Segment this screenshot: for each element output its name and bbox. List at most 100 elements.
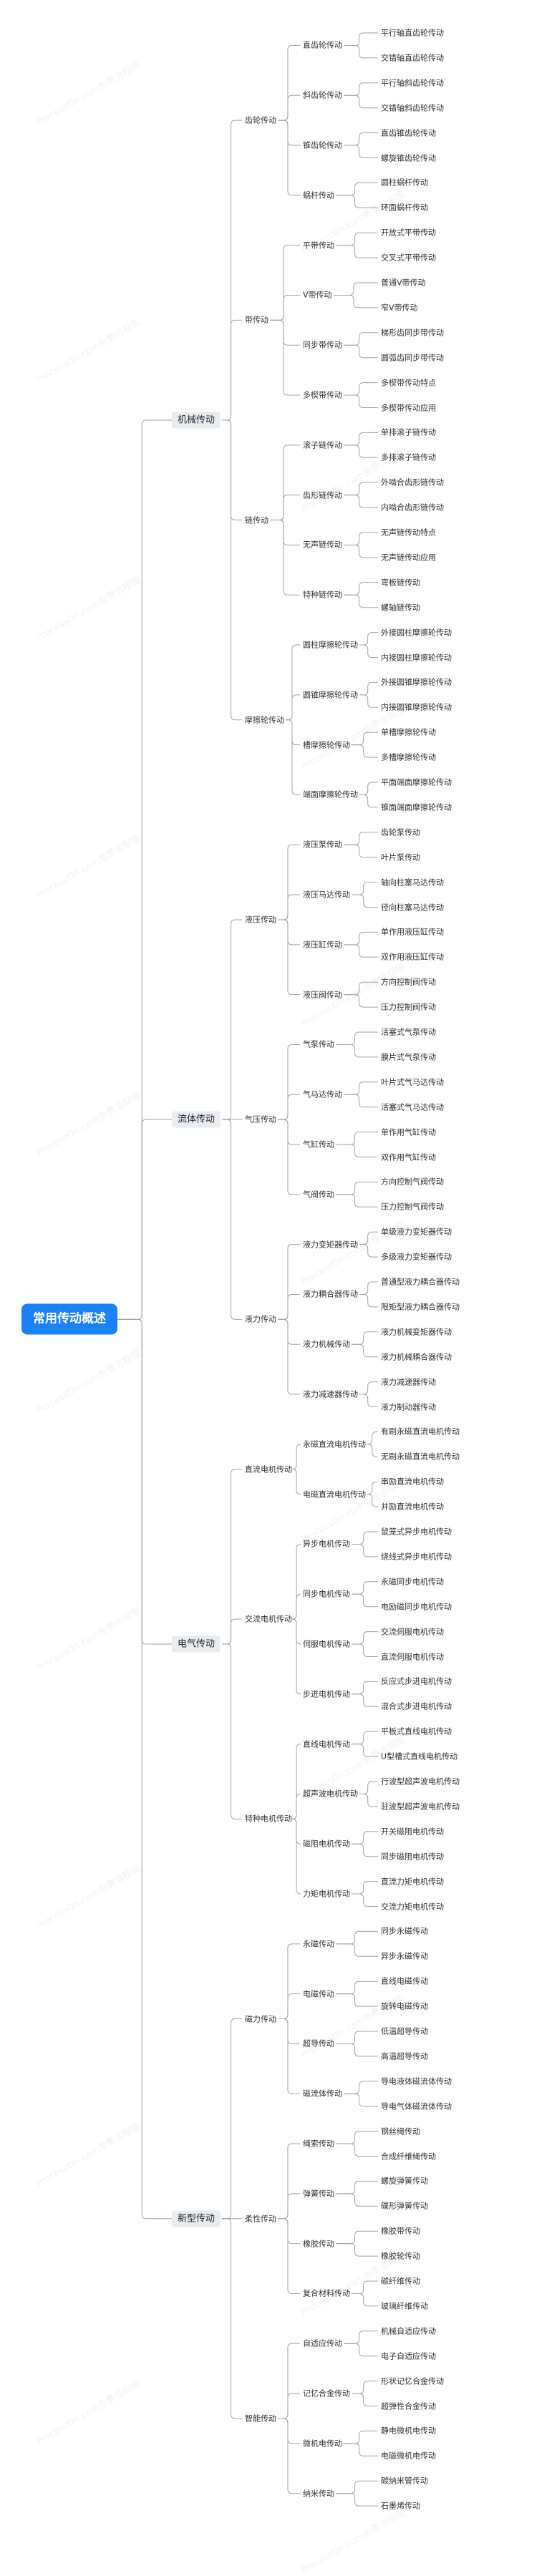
leaf-topic[interactable]: 电子自适应传动 xyxy=(381,2351,436,2361)
leaf-topic[interactable]: 多楔带传动特点 xyxy=(381,378,436,388)
leaf-topic[interactable]: 内啮合齿形链传动 xyxy=(381,502,444,512)
subtopic-level2[interactable]: 直流电机传动 xyxy=(245,1464,292,1474)
leaf-topic[interactable]: 同步磁阻电机传动 xyxy=(381,1852,444,1862)
subtopic-level2[interactable]: 链传动 xyxy=(245,515,268,525)
leaf-topic[interactable]: 低温超导传动 xyxy=(381,2026,428,2036)
leaf-topic[interactable]: 无声链传动应用 xyxy=(381,553,436,563)
leaf-topic[interactable]: 多槽摩擦轮传动 xyxy=(381,752,436,762)
leaf-topic[interactable]: 单作用液压缸传动 xyxy=(381,927,444,937)
subtopic-level3[interactable]: 液压缸传动 xyxy=(303,940,342,950)
leaf-topic[interactable]: 圆弧齿同步带传动 xyxy=(381,353,444,363)
subtopic-level3[interactable]: 力矩电机传动 xyxy=(303,1889,350,1899)
leaf-topic[interactable]: 合成纤维绳传动 xyxy=(381,2152,436,2161)
main-branch[interactable]: 流体传动 xyxy=(172,1111,221,1128)
subtopic-level3[interactable]: 气阀传动 xyxy=(303,1190,334,1200)
leaf-topic[interactable]: 内接圆锥摩擦轮传动 xyxy=(381,702,452,712)
root-topic[interactable]: 常用传动概述 xyxy=(21,1303,117,1335)
subtopic-level3[interactable]: 永磁传动 xyxy=(303,1939,334,1949)
leaf-topic[interactable]: 普通V带传动 xyxy=(381,278,426,288)
subtopic-level2[interactable]: 气压传动 xyxy=(245,1114,276,1124)
subtopic-level3[interactable]: 超导传动 xyxy=(303,2038,334,2048)
subtopic-level3[interactable]: 液力耦合器传动 xyxy=(303,1289,358,1299)
leaf-topic[interactable]: 方向控制阀传动 xyxy=(381,977,436,987)
leaf-topic[interactable]: 静电微机电传动 xyxy=(381,2426,436,2436)
leaf-topic[interactable]: 无刷永磁直流电机传动 xyxy=(381,1452,460,1462)
leaf-topic[interactable]: 交流伺服电机传动 xyxy=(381,1627,444,1637)
leaf-topic[interactable]: 并励直流电机传动 xyxy=(381,1502,444,1512)
leaf-topic[interactable]: 碳纳米管传动 xyxy=(381,2476,428,2486)
subtopic-level3[interactable]: 复合材料传动 xyxy=(303,2288,350,2298)
leaf-topic[interactable]: 直流力矩电机传动 xyxy=(381,1877,444,1887)
leaf-topic[interactable]: U型槽式直线电机传动 xyxy=(381,1751,458,1761)
subtopic-level3[interactable]: V带传动 xyxy=(303,290,332,300)
subtopic-level2[interactable]: 带传动 xyxy=(245,315,268,325)
leaf-topic[interactable]: 驻波型超声波电机传动 xyxy=(381,1802,460,1812)
leaf-topic[interactable]: 导电气体磁流体传动 xyxy=(381,2101,452,2111)
leaf-topic[interactable]: 交错轴斜齿轮传动 xyxy=(381,103,444,113)
leaf-topic[interactable]: 外啮合齿形链传动 xyxy=(381,477,444,487)
leaf-topic[interactable]: 永磁同步电机传动 xyxy=(381,1577,444,1587)
subtopic-level3[interactable]: 锥齿轮传动 xyxy=(303,140,342,150)
leaf-topic[interactable]: 绕线式异步电机传动 xyxy=(381,1552,452,1562)
leaf-topic[interactable]: 鼠笼式异步电机传动 xyxy=(381,1527,452,1537)
subtopic-level3[interactable]: 蜗杆传动 xyxy=(303,190,334,200)
leaf-topic[interactable]: 平行轴斜齿轮传动 xyxy=(381,78,444,88)
leaf-topic[interactable]: 钢丝绳传动 xyxy=(381,2127,420,2137)
subtopic-level3[interactable]: 圆柱摩擦轮传动 xyxy=(303,640,358,650)
leaf-topic[interactable]: 反应式步进电机传动 xyxy=(381,1676,452,1686)
leaf-topic[interactable]: 行波型超声波电机传动 xyxy=(381,1777,460,1787)
subtopic-level3[interactable]: 特种链传动 xyxy=(303,590,342,600)
subtopic-level3[interactable]: 气缸传动 xyxy=(303,1139,334,1150)
leaf-topic[interactable]: 碟形弹簧传动 xyxy=(381,2201,428,2211)
subtopic-level3[interactable]: 超声波电机传动 xyxy=(303,1789,358,1799)
subtopic-level3[interactable]: 纳米传动 xyxy=(303,2489,334,2499)
leaf-topic[interactable]: 异步永磁传动 xyxy=(381,1951,428,1961)
leaf-topic[interactable]: 旋转电磁传动 xyxy=(381,2001,428,2011)
leaf-topic[interactable]: 锥面端面摩擦轮传动 xyxy=(381,802,452,812)
leaf-topic[interactable]: 双作用液压缸传动 xyxy=(381,952,444,962)
leaf-topic[interactable]: 窄V带传动 xyxy=(381,303,418,313)
leaf-topic[interactable]: 普通型液力耦合器传动 xyxy=(381,1277,460,1287)
leaf-topic[interactable]: 叶片泵传动 xyxy=(381,852,420,862)
subtopic-level3[interactable]: 槽摩擦轮传动 xyxy=(303,740,350,750)
subtopic-level2[interactable]: 液力传动 xyxy=(245,1314,276,1324)
leaf-topic[interactable]: 形状记忆合金传动 xyxy=(381,2376,444,2386)
leaf-topic[interactable]: 压力控制气阀传动 xyxy=(381,1202,444,1212)
subtopic-level2[interactable]: 摩擦轮传动 xyxy=(245,715,284,725)
subtopic-level3[interactable]: 弹簧传动 xyxy=(303,2189,334,2199)
leaf-topic[interactable]: 交错轴直齿轮传动 xyxy=(381,53,444,63)
leaf-topic[interactable]: 多排滚子链传动 xyxy=(381,452,436,462)
leaf-topic[interactable]: 平行轴直齿轮传动 xyxy=(381,28,444,38)
leaf-topic[interactable]: 径向柱塞马达传动 xyxy=(381,903,444,912)
leaf-topic[interactable]: 电磁微机电传动 xyxy=(381,2451,436,2461)
main-branch[interactable]: 机械传动 xyxy=(172,412,221,429)
leaf-topic[interactable]: 方向控制气阀传动 xyxy=(381,1177,444,1187)
leaf-topic[interactable]: 橡胶带传动 xyxy=(381,2226,420,2236)
subtopic-level3[interactable]: 永磁直流电机传动 xyxy=(303,1439,366,1449)
leaf-topic[interactable]: 双作用气缸传动 xyxy=(381,1152,436,1162)
subtopic-level3[interactable]: 多楔带传动 xyxy=(303,390,342,400)
leaf-topic[interactable]: 梯形齿同步带传动 xyxy=(381,328,444,338)
leaf-topic[interactable]: 碳纤维传动 xyxy=(381,2276,420,2286)
subtopic-level3[interactable]: 同步带传动 xyxy=(303,340,342,350)
leaf-topic[interactable]: 交流力矩电机传动 xyxy=(381,1902,444,1911)
subtopic-level3[interactable]: 斜齿轮传动 xyxy=(303,90,342,100)
subtopic-level3[interactable]: 液压阀传动 xyxy=(303,990,342,1000)
subtopic-level3[interactable]: 直线电机传动 xyxy=(303,1739,350,1749)
subtopic-level3[interactable]: 液压泵传动 xyxy=(303,840,342,850)
leaf-topic[interactable]: 外接圆柱摩擦轮传动 xyxy=(381,628,452,638)
subtopic-level3[interactable]: 无声链传动 xyxy=(303,540,342,550)
leaf-topic[interactable]: 交叉式平带传动 xyxy=(381,253,436,263)
subtopic-level3[interactable]: 微机电传动 xyxy=(303,2439,342,2449)
leaf-topic[interactable]: 平面端面摩擦轮传动 xyxy=(381,777,452,787)
subtopic-level3[interactable]: 液压马达传动 xyxy=(303,890,350,900)
subtopic-level2[interactable]: 交流电机传动 xyxy=(245,1614,292,1624)
subtopic-level3[interactable]: 电磁直流电机传动 xyxy=(303,1489,366,1500)
leaf-topic[interactable]: 螺旋弹簧传动 xyxy=(381,2176,428,2186)
leaf-topic[interactable]: 外接圆锥摩擦轮传动 xyxy=(381,677,452,687)
leaf-topic[interactable]: 单级液力变矩器传动 xyxy=(381,1227,452,1237)
subtopic-level3[interactable]: 伺服电机传动 xyxy=(303,1639,350,1649)
subtopic-level2[interactable]: 齿轮传动 xyxy=(245,115,276,125)
leaf-topic[interactable]: 直齿锥齿轮传动 xyxy=(381,128,436,138)
leaf-topic[interactable]: 内接圆柱摩擦轮传动 xyxy=(381,653,452,662)
